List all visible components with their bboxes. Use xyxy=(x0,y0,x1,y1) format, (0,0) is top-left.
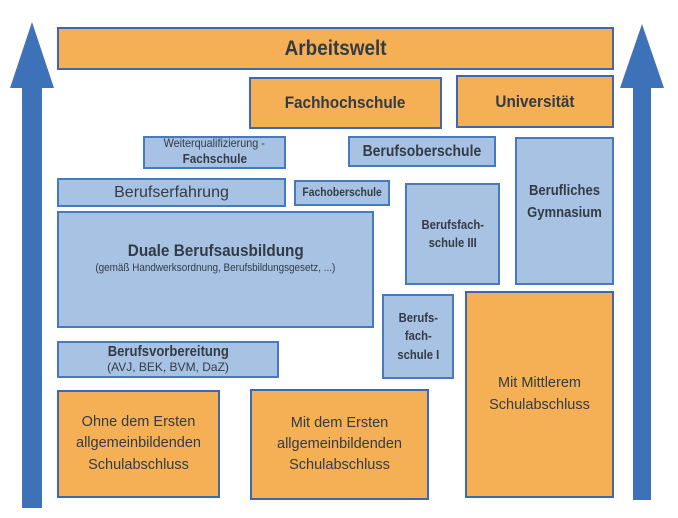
node-fachoberschule-label: Fachoberschule xyxy=(302,187,382,199)
node-berufserfahrung-label: Berufserfahrung xyxy=(114,183,229,201)
node-berufliches-gymnasium-label: Berufliches Gymnasium xyxy=(527,183,602,221)
node-ohne-ersten-schulabschluss-label: Ohne dem Ersten allgemeinbildenden Schul… xyxy=(76,414,201,473)
node-mit-ersten-schulabschluss-label: Mit dem Ersten allgemeinbildenden Schula… xyxy=(277,414,402,473)
node-universitaet: Universität xyxy=(456,75,614,128)
node-berufsoberschule: Berufsoberschule xyxy=(348,136,496,167)
node-berufsfachschule-iii: Berufsfach- schule III xyxy=(405,183,500,285)
up-arrow-right-icon xyxy=(620,24,664,500)
node-berufsvorbereitung-title: Berufsvorbereitung xyxy=(107,343,229,360)
node-fachhochschule-label: Fachhochschule xyxy=(285,93,406,112)
node-berufsvorbereitung: Berufsvorbereitung (AVJ, BEK, BVM, DaZ) xyxy=(57,341,279,378)
node-arbeitswelt: Arbeitswelt xyxy=(57,27,614,70)
up-arrow-left-icon xyxy=(10,22,54,508)
node-ohne-ersten-schulabschluss: Ohne dem Ersten allgemeinbildenden Schul… xyxy=(57,390,220,498)
node-berufsoberschule-label: Berufsoberschule xyxy=(362,142,482,160)
node-duale-berufsausbildung: Duale Berufsausbildung (gemäß Handwerkso… xyxy=(57,211,374,328)
node-fachhochschule: Fachhochschule xyxy=(249,77,442,129)
node-mit-mittlerem-schulabschluss: Mit Mittlerem Schulabschluss xyxy=(465,291,614,498)
node-berufsfachschule-i-label: Berufs- fach- schule I xyxy=(397,311,439,362)
node-arbeitswelt-label: Arbeitswelt xyxy=(284,36,387,60)
node-berufsfachschule-iii-label: Berufsfach- schule III xyxy=(421,217,484,250)
node-duale-berufsausbildung-title: Duale Berufsausbildung xyxy=(127,241,304,261)
node-universitaet-label: Universität xyxy=(495,91,575,111)
node-mit-mittlerem-schulabschluss-label: Mit Mittlerem Schulabschluss xyxy=(489,375,590,413)
node-berufliches-gymnasium: Berufliches Gymnasium xyxy=(515,137,614,285)
node-berufsfachschule-i: Berufs- fach- schule I xyxy=(382,294,454,379)
node-fachoberschule: Fachoberschule xyxy=(294,180,390,206)
node-mit-ersten-schulabschluss: Mit dem Ersten allgemeinbildenden Schula… xyxy=(250,389,429,500)
node-weiterqualifizierung-line1: Weiterqualifizierung - xyxy=(163,136,266,151)
node-weiterqualifizierung-line2: Fachschule xyxy=(182,150,247,166)
node-duale-berufsausbildung-subtitle: (gemäß Handwerksordnung, Berufsbildungsg… xyxy=(95,262,336,275)
node-berufsvorbereitung-subtitle: (AVJ, BEK, BVM, DaZ) xyxy=(107,360,229,375)
node-berufserfahrung: Berufserfahrung xyxy=(57,178,286,207)
node-weiterqualifizierung-fachschule: Weiterqualifizierung - Fachschule xyxy=(143,136,286,169)
